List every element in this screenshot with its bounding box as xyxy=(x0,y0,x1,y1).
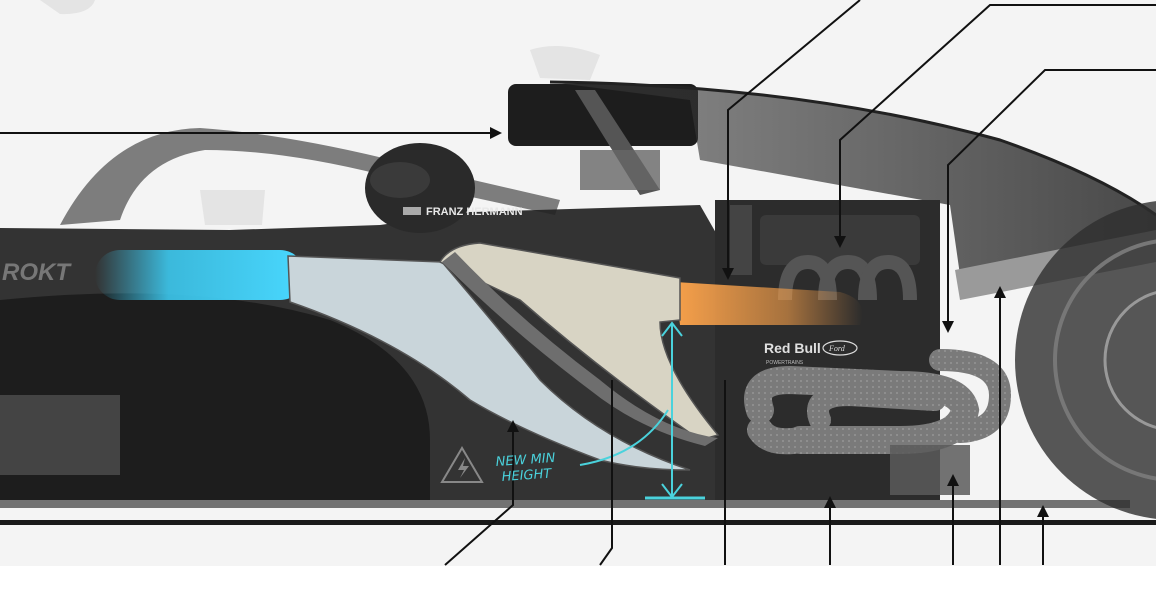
front-detail-block xyxy=(0,395,120,475)
high-voltage-warning-icon xyxy=(440,446,484,483)
engine-cover-outline xyxy=(549,80,1156,217)
halo xyxy=(60,128,560,225)
annotation-line-1: NEW MIN xyxy=(495,451,556,470)
leader-lines xyxy=(0,0,1156,566)
sidepod-front xyxy=(287,255,691,471)
sponsor-logo-text: ROKT xyxy=(2,259,72,286)
airbox-duct xyxy=(580,150,660,190)
engine-brand-text: Red Bull xyxy=(764,340,821,356)
driver-flag xyxy=(403,207,421,215)
engine-cover xyxy=(550,82,1156,275)
engine-sub-text: POWERTRAINS xyxy=(766,360,804,366)
rear-tyre xyxy=(1015,201,1156,519)
engine-partner-badge xyxy=(822,340,858,356)
airflow-exhaust xyxy=(675,282,863,325)
leader-arrowheads xyxy=(490,127,1049,517)
driver-name: FRANZ HERMANN xyxy=(426,206,523,218)
sidepod-top xyxy=(438,242,720,441)
bottom-margin xyxy=(0,566,1156,591)
gearbox-block xyxy=(890,445,970,495)
driver-visor xyxy=(370,162,430,198)
ground-line xyxy=(0,520,1156,525)
annotation-line-2: HEIGHT xyxy=(501,466,553,484)
floor-plank xyxy=(0,500,1130,508)
engine-partner-text: Ford xyxy=(828,344,846,353)
background-ghost-shapes xyxy=(40,0,600,225)
sidepod-edge xyxy=(442,252,718,446)
airflow-intake xyxy=(95,250,305,300)
min-height-annotation xyxy=(579,321,705,500)
